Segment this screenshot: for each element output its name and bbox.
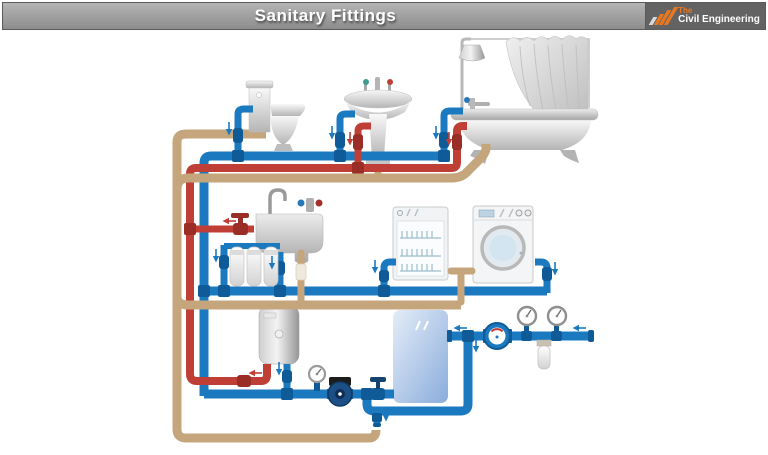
brand-logo: The Civil Engineering	[645, 2, 766, 30]
storage-tank	[393, 310, 448, 403]
cold-water-fittings	[198, 128, 594, 427]
water-filter-unit	[229, 246, 279, 287]
wm-knob	[524, 209, 532, 217]
water-meter	[483, 322, 512, 350]
pressure-gauge	[307, 364, 327, 391]
pressure-gauges	[516, 305, 568, 341]
sink-faucet	[268, 188, 287, 214]
wm-knob	[515, 209, 523, 217]
logo-brand-top: The	[678, 6, 693, 15]
sink-trap	[295, 263, 307, 281]
tank-logo	[415, 320, 429, 331]
page-title: Sanitary Fittings	[254, 6, 397, 25]
drain-pipes-front	[172, 143, 491, 310]
shower-curtain	[505, 35, 589, 125]
circulation-pump	[327, 377, 353, 407]
dishwasher	[392, 206, 449, 281]
inline-filter	[536, 339, 552, 370]
water-heater	[258, 305, 300, 365]
equipment	[229, 246, 568, 407]
tank-valve	[370, 377, 386, 400]
hot-water-fittings	[184, 134, 462, 387]
shower-frame	[466, 38, 590, 108]
basin-taps	[363, 77, 393, 93]
wm-display	[478, 209, 495, 218]
dish-racks	[400, 231, 441, 272]
tub-foot	[560, 150, 579, 163]
tub-faucet	[464, 97, 490, 109]
hot-water-pipes	[184, 122, 467, 387]
pedestal-basin	[343, 77, 413, 166]
toilet	[245, 80, 306, 151]
washing-machine	[472, 205, 534, 284]
cold-water-pipes	[198, 105, 594, 427]
title-banner: Sanitary Fittings	[2, 2, 766, 30]
shower-head	[458, 37, 486, 109]
logo-brand-bottom: Civil Engineering	[678, 14, 760, 25]
sink-mixer	[297, 198, 323, 212]
